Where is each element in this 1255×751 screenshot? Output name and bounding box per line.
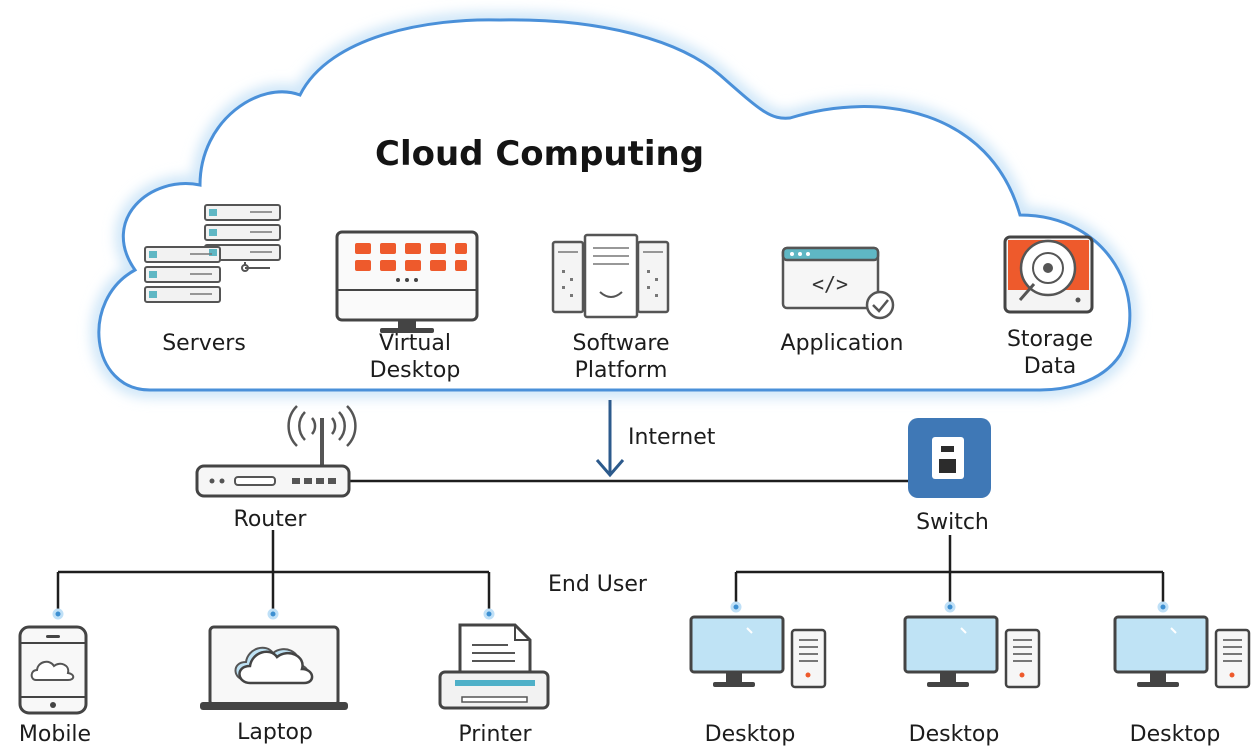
printer-label: Printer xyxy=(458,722,532,747)
desktop-icon xyxy=(903,615,1041,689)
switch-branch-lines xyxy=(734,535,1165,605)
servers-label: Servers xyxy=(162,331,246,356)
software-platform-icon xyxy=(551,233,670,319)
switch-icon xyxy=(908,418,991,498)
virtual-desktop-label-line2: Desktop xyxy=(369,358,461,383)
desktop-label-2: Desktop xyxy=(908,722,1000,747)
laptop-icon xyxy=(200,625,348,710)
desktop-icon xyxy=(689,615,827,689)
laptop-label: Laptop xyxy=(237,720,313,745)
desktop-label-1: Desktop xyxy=(704,722,796,747)
storage-data-label: Storage Data xyxy=(980,326,1120,380)
switch-label: Switch xyxy=(916,510,989,535)
storage-data-icon xyxy=(1003,235,1094,314)
software-platform-label-line2: Platform xyxy=(574,358,668,383)
end-user-label: End User xyxy=(548,572,647,597)
diagram-title: Cloud Computing xyxy=(375,134,705,174)
software-platform-label: Software Platform xyxy=(541,330,701,384)
printer-icon xyxy=(438,623,550,710)
internet-arrow xyxy=(595,400,625,478)
virtual-desktop-icon xyxy=(335,230,479,333)
application-icon: </> xyxy=(781,246,895,320)
internet-label: Internet xyxy=(628,425,716,450)
storage-data-label-line1: Storage xyxy=(1006,327,1094,352)
servers-icon xyxy=(144,204,281,303)
mobile-label: Mobile xyxy=(18,722,92,747)
virtual-desktop-label: Virtual Desktop xyxy=(340,330,490,384)
connection-dots xyxy=(52,601,1169,620)
application-label: Application xyxy=(780,331,904,356)
router-branch-lines xyxy=(56,530,491,612)
svg-text:</>: </> xyxy=(812,272,848,296)
storage-data-label-line2: Data xyxy=(1023,354,1077,379)
router-icon xyxy=(195,405,357,498)
router-label: Router xyxy=(233,507,307,532)
virtual-desktop-label-line1: Virtual xyxy=(379,331,451,356)
desktop-icon xyxy=(1113,615,1251,689)
software-platform-label-line1: Software xyxy=(572,331,670,356)
desktop-label-3: Desktop xyxy=(1129,722,1221,747)
mobile-icon xyxy=(18,625,88,715)
